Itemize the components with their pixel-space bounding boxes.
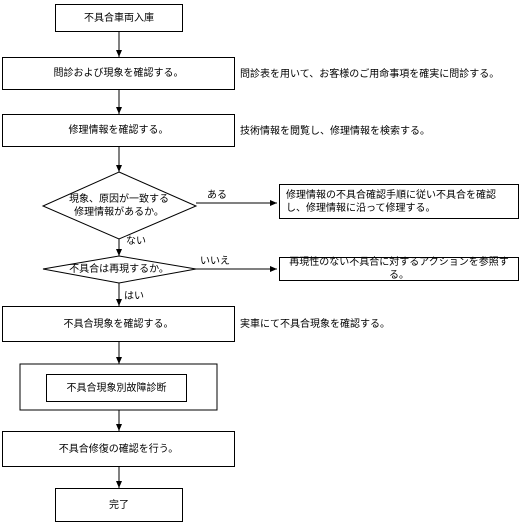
step1-box: 問診および現象を確認する。 — [2, 57, 235, 90]
decision2-no-label: いいえ — [200, 256, 230, 267]
start-box: 不具合車両入庫 — [55, 4, 183, 32]
decision2-label: 不具合は再現するか。 — [69, 264, 169, 275]
step5-box: 不具合修復の確認を行う。 — [2, 431, 235, 467]
decision1-label: 現象、原因が一致する 修理情報があるか。 — [44, 193, 194, 219]
step2-box: 修理情報を確認する。 — [2, 114, 235, 147]
decision2-yes-label: はい — [124, 291, 144, 302]
step1-note: 問診表を用いて、お客様のご用命事項を確実に問診する。 — [240, 69, 500, 80]
decision1-diamond — [41, 171, 198, 240]
start-label: 不具合車両入庫 — [84, 12, 154, 24]
decision2-diamond — [42, 255, 197, 284]
decision2-no-action-box: 再現性のない不具合に対するアクションを参照する。 — [279, 257, 519, 281]
decision2-no-action-text: 再現性のない不具合に対するアクションを参照する。 — [289, 257, 509, 281]
step2-note: 技術情報を閲覧し、修理情報を検索する。 — [240, 126, 430, 137]
end-label: 完了 — [109, 499, 129, 511]
end-box: 完了 — [55, 488, 183, 522]
step1-label: 問診および現象を確認する。 — [53, 68, 184, 79]
decision1-no-label: ない — [126, 236, 146, 247]
step4-label: 不具合現象別故障診断 — [66, 382, 167, 394]
decision1-yes-action-text: 修理情報の不具合確認手順に従い不具合を確認し、修理情報に沿って修理する。 — [286, 189, 496, 214]
step5-label: 不具合修復の確認を行う。 — [58, 443, 179, 455]
step2-label: 修理情報を確認する。 — [68, 125, 169, 136]
decision1-yes-label: ある — [207, 190, 227, 201]
step4-inner-box: 不具合現象別故障診断 — [46, 374, 187, 402]
step3-box: 不具合現象を確認する。 — [2, 306, 235, 342]
step3-note: 実車にて不具合現象を確認する。 — [240, 319, 390, 330]
decision1-line2: 修理情報があるか。 — [74, 207, 164, 218]
decision1-line1: 現象、原因が一致する — [69, 194, 169, 205]
step3-label: 不具合現象を確認する。 — [63, 318, 174, 330]
decision1-yes-action-box: 修理情報の不具合確認手順に従い不具合を確認し、修理情報に沿って修理する。 — [279, 184, 519, 219]
